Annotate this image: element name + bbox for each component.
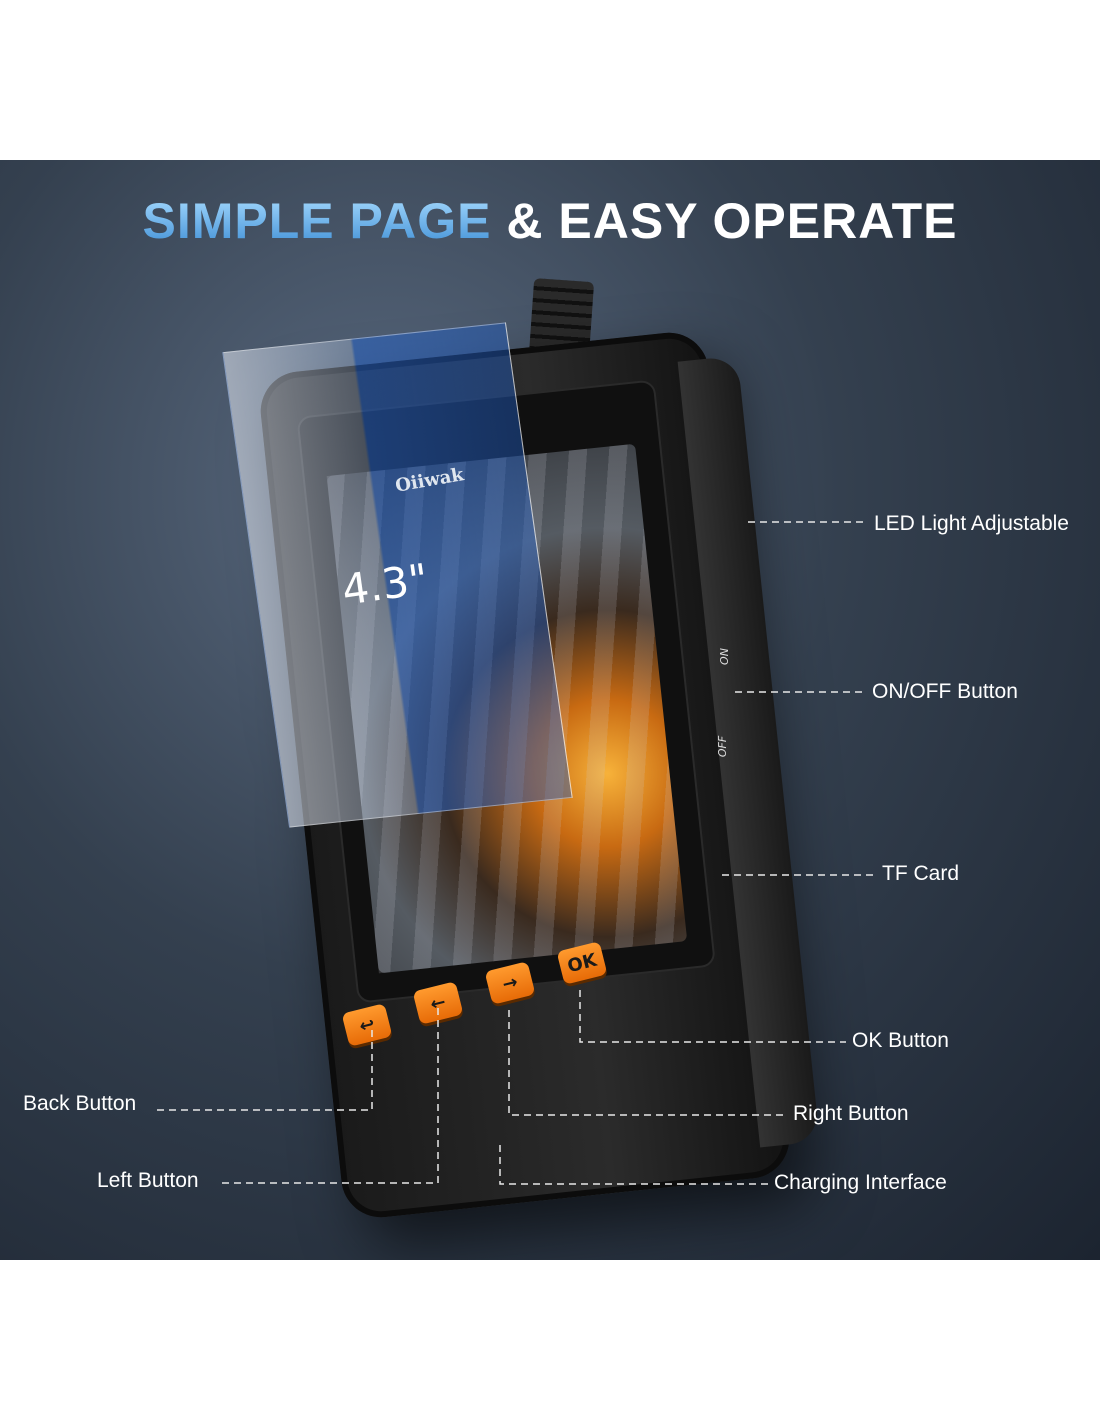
product-banner: SIMPLE PAGE & EASY OPERATE Oiiwak 4.3" O…: [0, 160, 1100, 1260]
headline: SIMPLE PAGE & EASY OPERATE: [0, 192, 1100, 250]
headline-highlight: SIMPLE PAGE: [142, 193, 492, 249]
callout-ok: OK Button: [852, 1029, 949, 1052]
callout-tf-card: TF Card: [882, 862, 960, 885]
callout-charging: Charging Interface: [774, 1171, 947, 1194]
callout-right: Right Button: [793, 1102, 909, 1125]
callout-back: Back Button: [23, 1092, 137, 1115]
callout-lines: [155, 521, 876, 1185]
callout-led-light: LED Light Adjustable: [874, 512, 1069, 535]
charging-callout-line: [499, 1145, 768, 1185]
ok-callout-line: [579, 990, 846, 1043]
callout-left: Left Button: [97, 1169, 199, 1192]
right-callout-line: [508, 1010, 787, 1116]
left-callout-line: [222, 1008, 439, 1184]
back-callout-line: [155, 1030, 373, 1111]
callout-onoff: ON/OFF Button: [872, 680, 1018, 703]
headline-rest: & EASY OPERATE: [506, 193, 958, 249]
